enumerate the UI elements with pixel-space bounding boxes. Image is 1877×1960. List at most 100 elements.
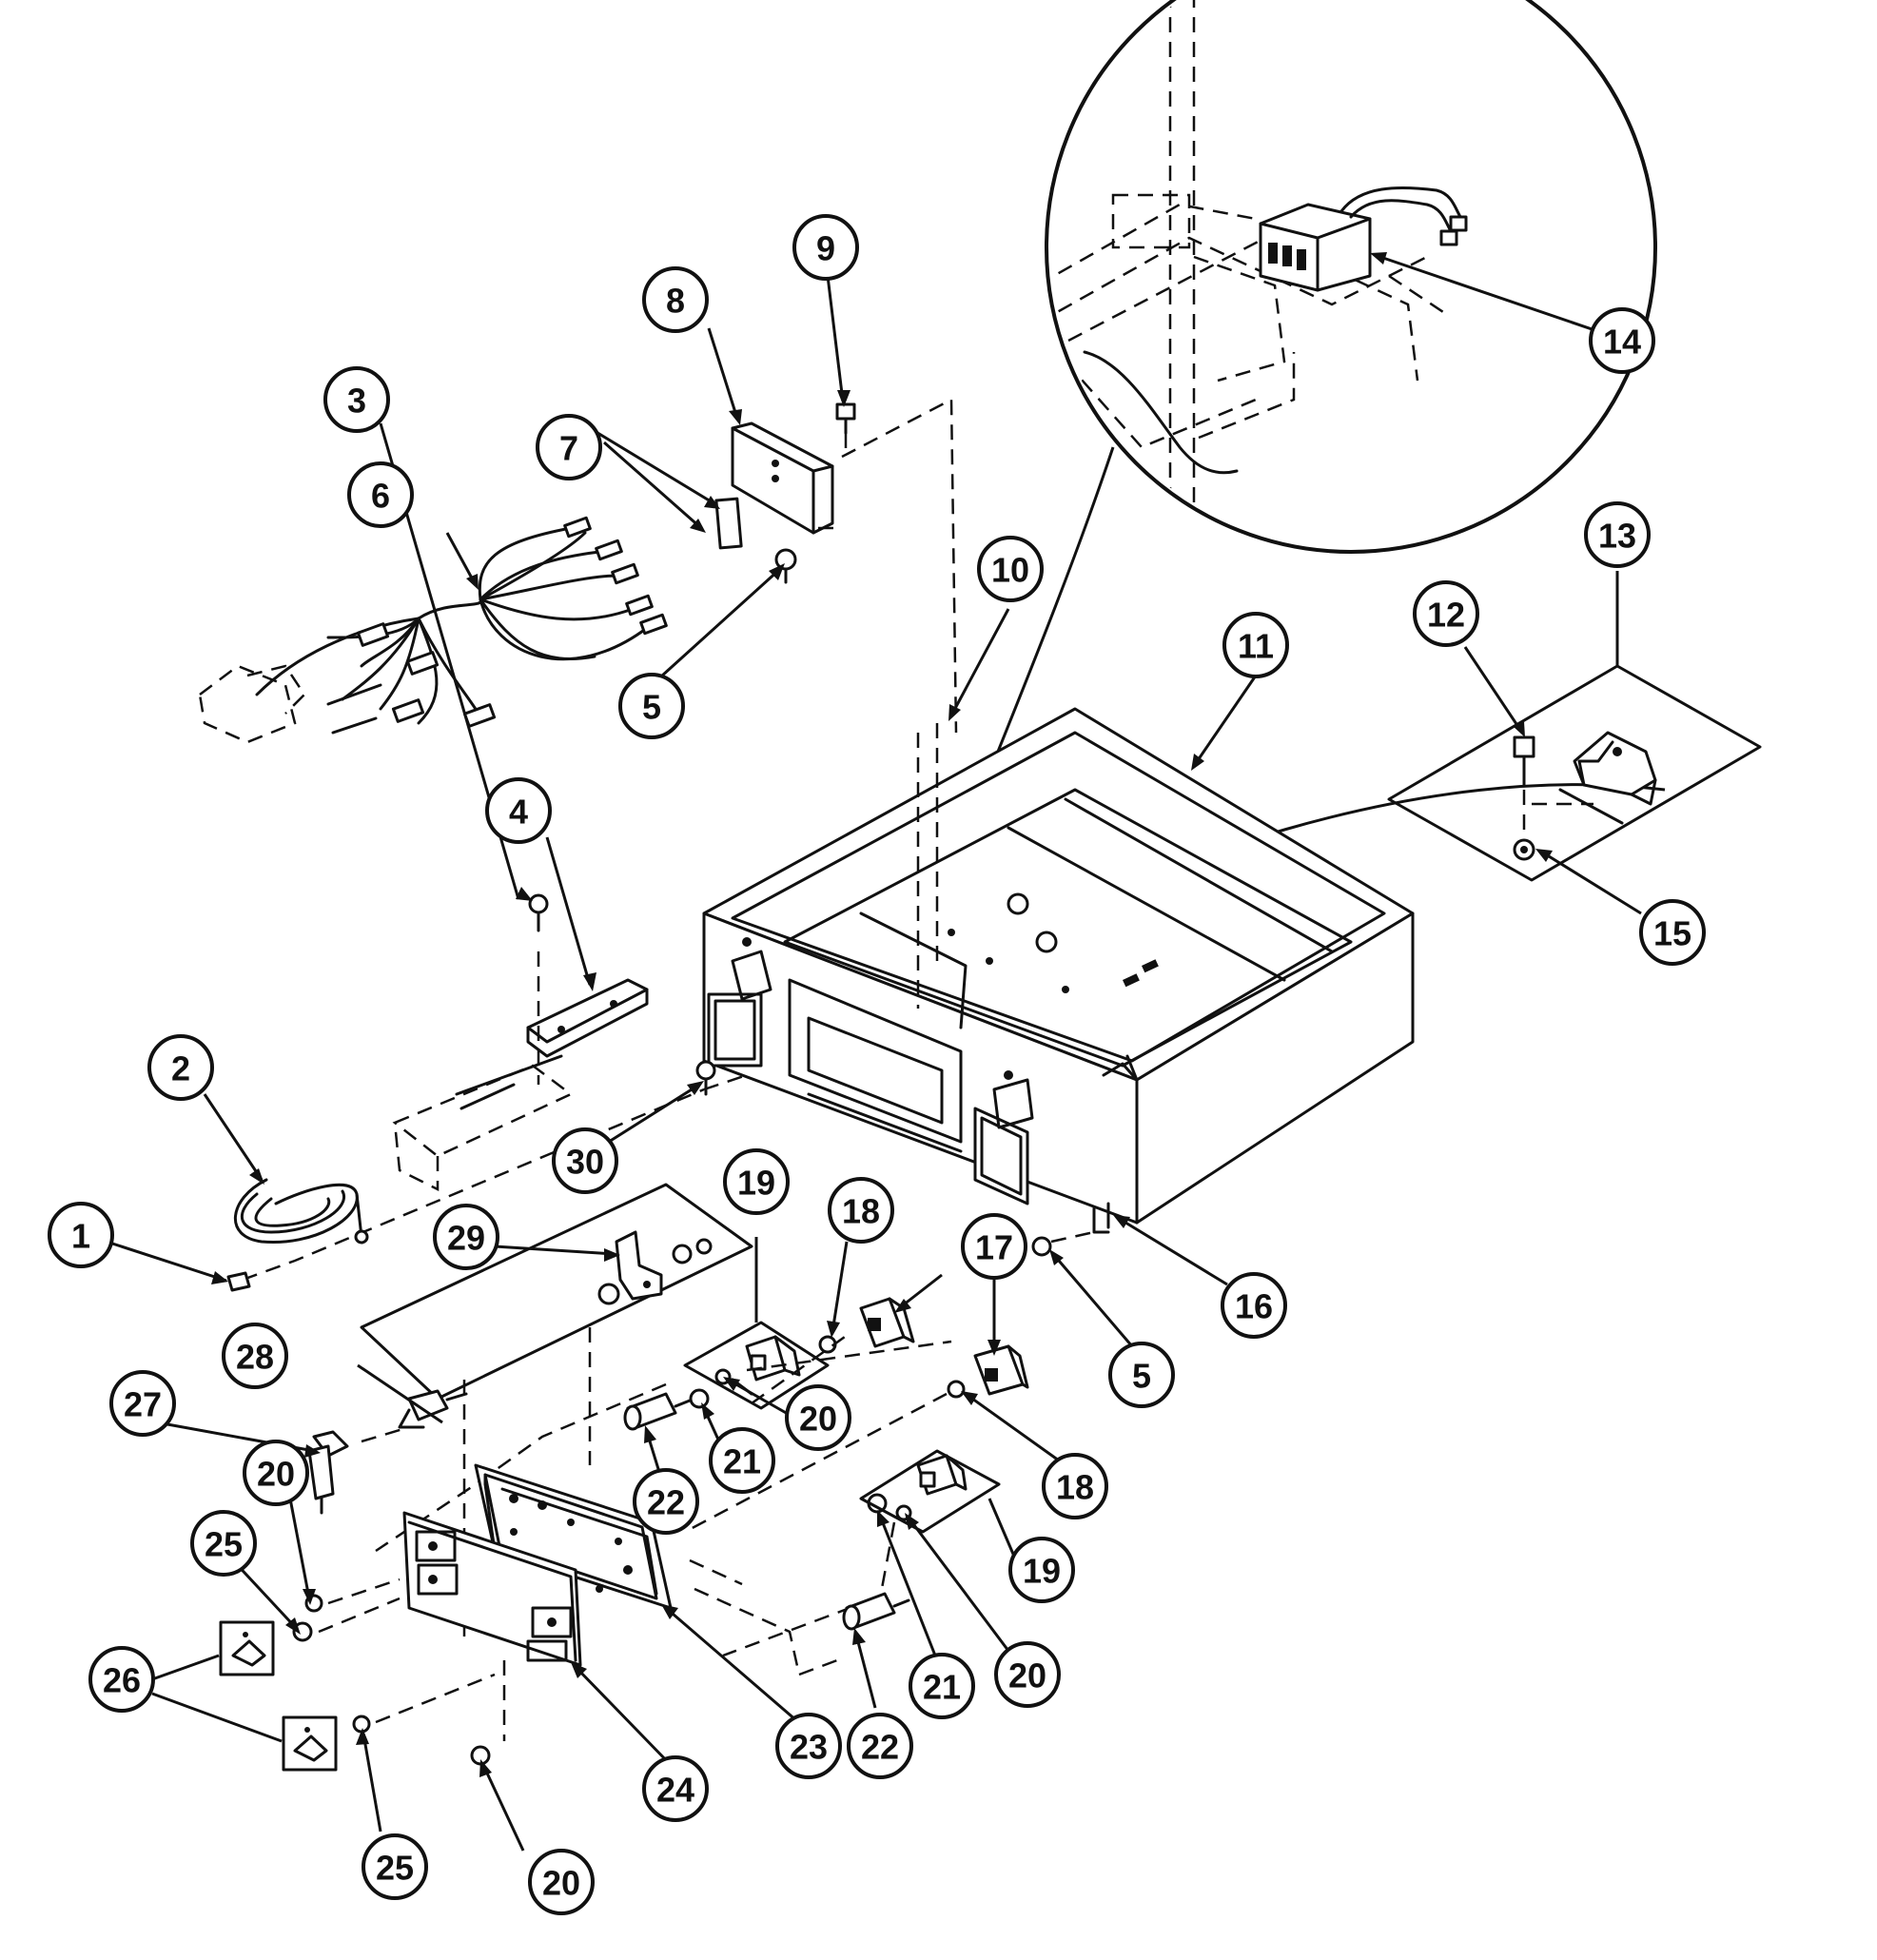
callout-circle	[190, 1510, 257, 1577]
callout-circle	[1222, 612, 1289, 678]
callout-9: 9	[792, 214, 859, 281]
knob-label-26a	[219, 1620, 275, 1676]
callout-circle	[828, 1177, 894, 1244]
callout-number: 25	[376, 1849, 414, 1888]
washer-18-lower	[947, 1380, 966, 1399]
callout-circle	[1008, 1537, 1075, 1603]
callout-circle	[147, 1034, 214, 1101]
callout-circle	[1042, 1453, 1108, 1519]
base-cabinet	[702, 707, 1415, 1234]
callout-18: 18	[1042, 1453, 1108, 1519]
callout-12: 12	[1413, 580, 1479, 647]
callout-25: 25	[362, 1833, 428, 1900]
callout-number: 7	[559, 429, 578, 468]
callout-19: 19	[723, 1148, 790, 1215]
callout-circle	[1589, 307, 1655, 374]
detail-inset	[1045, 0, 1657, 554]
callout-number: 20	[257, 1455, 295, 1494]
callout-30: 30	[552, 1127, 618, 1194]
callout-number: 27	[124, 1385, 162, 1424]
callout-circle	[633, 1468, 699, 1535]
control-panel-faceplate	[375, 1511, 582, 1741]
callout-5: 5	[618, 673, 685, 739]
callout-circle	[1413, 580, 1479, 647]
callout-circle	[1639, 899, 1706, 966]
callout-circle	[618, 673, 685, 739]
callout-circle	[847, 1713, 913, 1779]
callout-number: 10	[991, 551, 1029, 590]
callout-circle	[1584, 501, 1651, 568]
callout-14: 14	[1589, 307, 1655, 374]
callout-circle	[433, 1204, 499, 1270]
valve-stem	[307, 1430, 349, 1515]
callout-circle	[961, 1213, 1027, 1280]
latch-assembly	[1387, 664, 1762, 882]
callout-circle	[362, 1833, 428, 1900]
screw-30	[695, 1060, 716, 1096]
wire-harness	[198, 516, 668, 744]
callout-29: 29	[433, 1204, 499, 1270]
callout-number: 16	[1235, 1287, 1273, 1326]
callout-circle	[347, 461, 414, 528]
callout-circle	[485, 777, 552, 844]
control-panel-frame	[474, 1463, 673, 1610]
callout-26: 26	[88, 1646, 155, 1713]
callout-circle	[785, 1384, 851, 1451]
screw-5-lower	[1031, 1230, 1095, 1257]
connector-block	[1259, 186, 1468, 292]
callout-number: 19	[1023, 1552, 1061, 1591]
callout-circle	[723, 1148, 790, 1215]
power-cord	[234, 1178, 369, 1245]
mounting-bracket	[714, 397, 958, 734]
callout-20: 20	[994, 1641, 1061, 1708]
callout-circle	[977, 536, 1044, 602]
callout-number: 30	[566, 1143, 604, 1182]
callout-number: 13	[1598, 517, 1636, 556]
callout-number: 4	[509, 793, 528, 832]
callout-circle	[48, 1202, 114, 1268]
callout-5: 5	[1108, 1342, 1175, 1408]
callout-number: 9	[816, 229, 835, 268]
callout-number: 17	[975, 1228, 1013, 1267]
callout-circle	[222, 1323, 288, 1389]
callout-19: 19	[1008, 1537, 1075, 1603]
callout-number: 24	[656, 1771, 694, 1810]
callout-8: 8	[642, 266, 709, 333]
callout-28: 28	[222, 1323, 288, 1389]
callout-number: 6	[371, 477, 390, 516]
knob-label-26b	[282, 1715, 338, 1772]
callout-17: 17	[961, 1213, 1027, 1280]
callout-20: 20	[528, 1849, 595, 1915]
mounting-plate	[526, 893, 649, 1085]
callout-number: 15	[1653, 914, 1691, 953]
callout-number: 8	[666, 282, 685, 321]
callout-number: 14	[1603, 323, 1641, 362]
callout-number: 19	[737, 1164, 775, 1203]
callout-number: 20	[1008, 1656, 1046, 1695]
switch-assembly-lower	[859, 1449, 1001, 1534]
callout-circle	[536, 414, 602, 480]
callout-number: 23	[790, 1728, 828, 1767]
callout-1: 1	[48, 1202, 114, 1268]
screw-1	[226, 1271, 251, 1292]
callout-number: 20	[799, 1400, 837, 1439]
callout-number: 26	[103, 1661, 141, 1700]
callout-circle	[642, 1755, 709, 1822]
callout-circle	[709, 1427, 775, 1494]
rocker-switch-upper	[859, 1297, 915, 1348]
callout-21: 21	[909, 1653, 975, 1719]
callout-number: 18	[1056, 1468, 1094, 1507]
callout-circle	[88, 1646, 155, 1713]
callout-circle	[775, 1713, 842, 1779]
callout-circle	[994, 1641, 1061, 1708]
switch-bracket-panel	[357, 1183, 753, 1637]
callout-number: 5	[1132, 1357, 1151, 1396]
rocker-switch-lower	[973, 1344, 1029, 1396]
callout-number: 21	[723, 1442, 761, 1481]
callout-circle	[243, 1440, 309, 1506]
callout-13: 13	[1584, 501, 1651, 568]
callout-number: 25	[205, 1525, 243, 1564]
callout-3: 3	[323, 366, 390, 433]
callout-6: 6	[347, 461, 414, 528]
